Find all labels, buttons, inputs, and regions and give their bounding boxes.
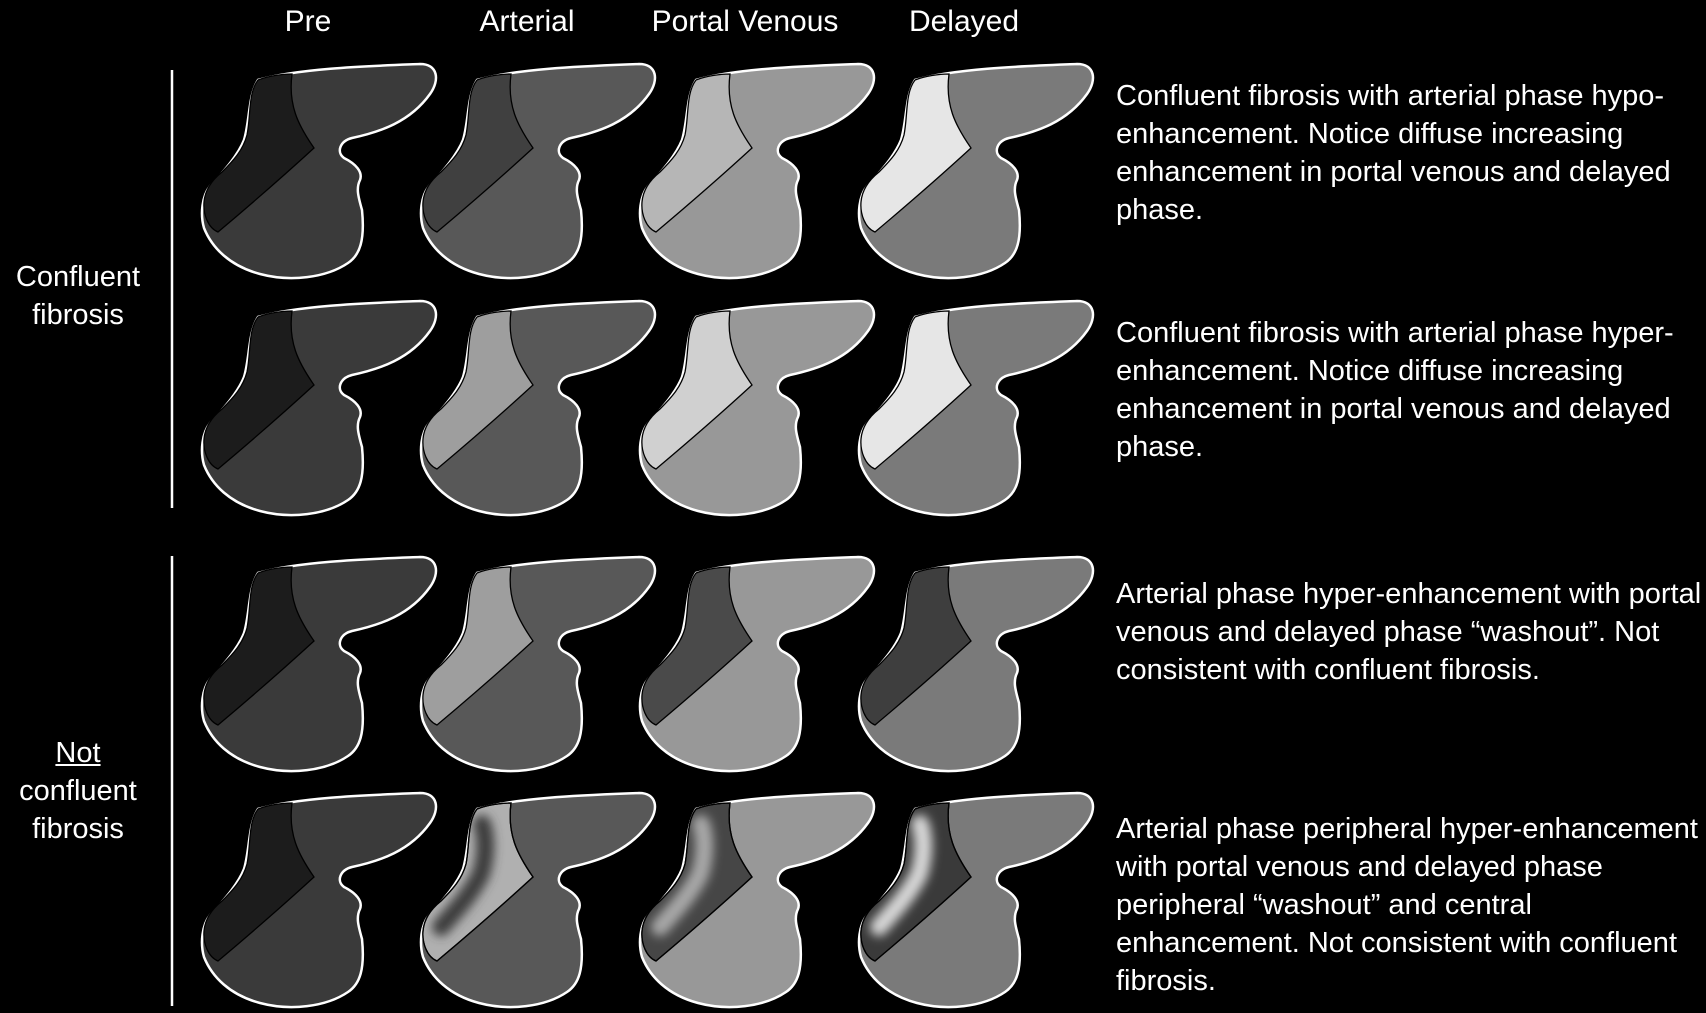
group-label-line: fibrosis [0, 296, 156, 334]
liver-icon [859, 64, 1093, 278]
row-description-2: Confluent fibrosis with arterial phase h… [1116, 314, 1706, 466]
column-header-arterial: Arterial [427, 2, 627, 42]
liver-icon [421, 557, 655, 771]
group-label-confluent-fibrosis: Confluent fibrosis [0, 258, 156, 334]
liver-icon [640, 793, 874, 1007]
row-description-3: Arterial phase hyper-enhancement with po… [1116, 575, 1706, 689]
liver-icon [640, 301, 874, 515]
group-label-line: Confluent [0, 258, 156, 296]
liver-icon [202, 64, 436, 278]
column-header-portal-venous: Portal Venous [645, 2, 845, 42]
row-description-1: Confluent fibrosis with arterial phase h… [1116, 77, 1706, 229]
liver-icon [202, 301, 436, 515]
liver-icon [202, 793, 436, 1007]
group-label-line-not: Not [0, 734, 156, 772]
group-label-line: fibrosis [0, 810, 156, 848]
liver-icon [202, 557, 436, 771]
liver-grid [202, 64, 1093, 1007]
liver-icon [640, 64, 874, 278]
column-header-pre: Pre [208, 2, 408, 42]
liver-icon [421, 64, 655, 278]
liver-icon [859, 557, 1093, 771]
row-description-4: Arterial phase peripheral hyper-enhancem… [1116, 810, 1706, 1000]
liver-icon [640, 557, 874, 771]
column-header-delayed: Delayed [864, 2, 1064, 42]
liver-icon [859, 301, 1093, 515]
group-label-not-confluent-fibrosis: Not confluent fibrosis [0, 734, 156, 848]
liver-icon [421, 301, 655, 515]
group-label-line: confluent [0, 772, 156, 810]
liver-icon [421, 793, 655, 1007]
liver-icon [859, 793, 1093, 1007]
